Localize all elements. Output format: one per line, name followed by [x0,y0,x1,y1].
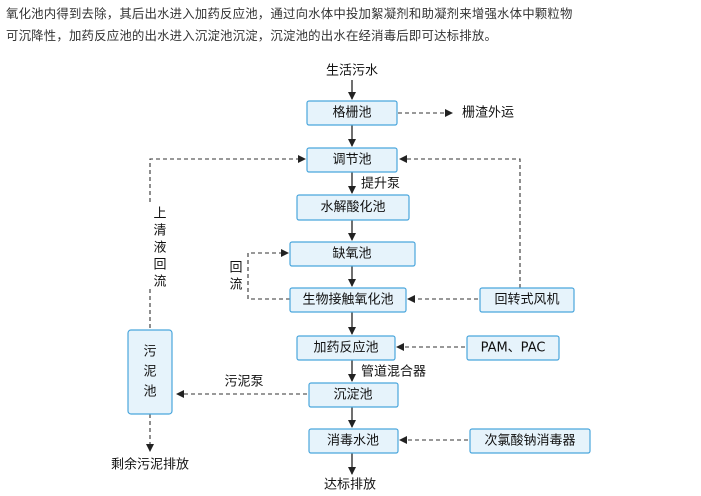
disinfectant-dispenser-label: 次氯酸钠消毒器 [484,433,575,449]
intro-paragraph: 氧化池内得到去除，其后出水进入加药反应池，通过向水体中投加絮凝剂和助凝剂来增强水… [6,3,696,47]
intro-line-2: 可沉降性，加药反应池的出水进入沉淀池沉淀，沉淀池的出水在经消毒后即可达标排放。 [6,28,498,43]
lift-pump-label: 提升泵 [361,176,400,192]
sludge-tank-char-2: 泥 [143,365,156,380]
dosing-reaction-tank-box: 加药反应池 [296,335,396,361]
supernatant-return-label: 上 清 液 回 流 [141,205,167,290]
inlet-label: 生活污水 [326,64,378,79]
supernatant-char-1: 上 [153,207,166,222]
sludge-pump-label: 污泥泵 [224,375,263,390]
sedimentation-tank-box: 沉淀池 [308,382,399,408]
supernatant-char-3: 液 [153,241,166,256]
anoxic-tank-label: 缺氧池 [332,247,371,262]
hydrolysis-tank-label: 水解酸化池 [320,200,385,215]
equalization-tank-box: 调节池 [306,147,398,173]
reflux-char-2: 流 [229,278,242,293]
disinfection-tank-box: 消毒水池 [308,428,399,454]
chemicals-box: PAM、PAC [466,335,560,361]
contact-oxidation-tank-label: 生物接触氧化池 [302,292,393,308]
equalization-tank-label: 调节池 [332,153,371,168]
sludge-tank-box: 污 泥 池 [127,329,173,415]
sedimentation-tank-label: 沉淀池 [333,388,372,403]
blower-label: 回转式风机 [494,293,559,308]
screenings-label: 栅渣外运 [462,106,514,121]
pipe-mixer-label: 管道混合器 [361,365,426,380]
arrow-supernatant-return [149,155,306,328]
dosing-reaction-tank-label: 加药反应池 [313,340,378,356]
grid-tank-box: 格栅池 [306,100,398,126]
anoxic-tank-box: 缺氧池 [289,241,416,267]
disinfectant-dispenser-box: 次氯酸钠消毒器 [469,428,591,454]
sludge-tank-char-1: 污 [143,345,156,360]
disinfection-tank-label: 消毒水池 [327,434,379,449]
blower-box: 回转式风机 [479,287,575,313]
hydrolysis-tank-box: 水解酸化池 [296,194,410,221]
intro-line-1: 氧化池内得到去除，其后出水进入加药反应池，通过向水体中投加絮凝剂和助凝剂来增强水… [6,6,573,21]
arrow-reflux-loop [247,249,290,300]
contact-oxidation-tank-box: 生物接触氧化池 [289,287,407,313]
chemicals-label: PAM、PAC [481,341,546,356]
sludge-disposal-label: 剩余污泥排放 [111,457,189,473]
supernatant-char-2: 清 [153,224,166,239]
outlet-label: 达标排放 [324,478,376,493]
supernatant-char-5: 流 [153,275,166,290]
supernatant-char-4: 回 [153,258,166,273]
arrow-blower-to-equalization [399,155,521,288]
sludge-tank-char-3: 池 [143,385,156,400]
grid-tank-label: 格栅池 [332,105,371,121]
reflux-char-1: 回 [229,261,242,276]
